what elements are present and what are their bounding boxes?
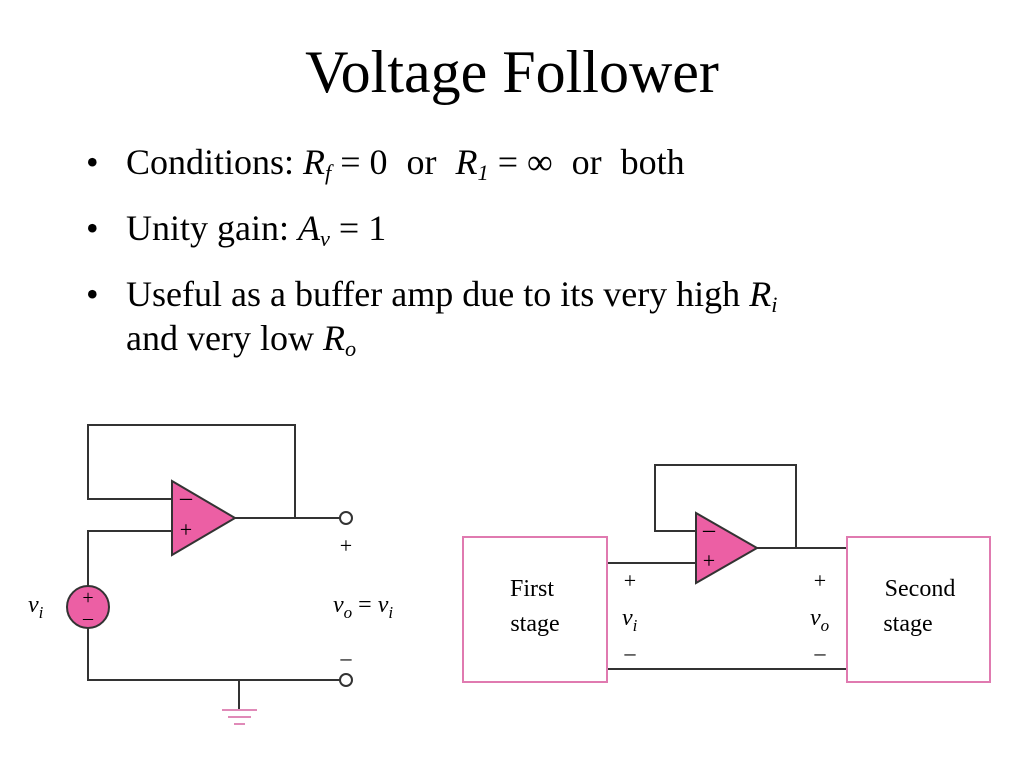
first-stage-label-line2: stage — [510, 611, 559, 637]
av-subscript: v — [319, 226, 330, 252]
left-feedback-wire — [87, 424, 296, 518]
right-opamp-triangle — [695, 511, 760, 585]
ri-subscript: i — [771, 292, 778, 318]
ri-symbol: R — [749, 274, 772, 314]
right-feedback-wire — [654, 464, 797, 548]
left-opamp-triangle — [171, 479, 237, 557]
second-stage-label-line1: Second — [885, 576, 956, 602]
rf-symbol: R — [303, 142, 326, 182]
both-word: both — [620, 142, 685, 182]
right-input-minus: – — [624, 640, 637, 665]
bullet-buffer: Useful as a buffer amp due to its very h… — [86, 272, 986, 360]
av-equals: = 1 — [338, 208, 387, 248]
unity-gain-label: Unity gain: — [126, 208, 289, 248]
rf-subscript: f — [325, 160, 332, 186]
av-symbol: A — [297, 208, 320, 248]
source-minus: – — [82, 607, 94, 629]
ground-icon — [222, 709, 257, 725]
right-opamp-minus: – — [702, 517, 716, 543]
r1-subscript: 1 — [477, 160, 489, 186]
source-plus: + — [82, 587, 93, 609]
left-wires — [87, 424, 340, 710]
ro-symbol: R — [322, 318, 345, 358]
left-input-wire — [87, 530, 172, 586]
or-word-2: or — [571, 142, 602, 182]
left-vi-label: vi — [28, 592, 44, 622]
right-input-plus: + — [624, 568, 636, 593]
first-stage-label-line1: First — [510, 576, 554, 602]
right-opamp-plus: + — [703, 548, 715, 573]
rf-equals: = 0 — [340, 142, 388, 182]
right-vi-label: vi — [622, 605, 638, 635]
slide-title: Voltage Follower — [305, 39, 719, 105]
left-output-minus: – — [340, 645, 353, 670]
right-output-minus: – — [814, 640, 827, 665]
buffer-text-2: and very low — [126, 318, 314, 358]
first-stage-box — [462, 536, 608, 683]
bullet-unity-gain: Unity gain: Av = 1 — [86, 206, 986, 250]
bullet-list: Conditions: Rf = 0 or R1 = ∞ or both Uni… — [86, 140, 986, 360]
left-output-terminal-top — [339, 511, 353, 525]
or-word-1: or — [406, 142, 437, 182]
left-circuit: – + + – vi + – vo = vi — [28, 424, 393, 725]
r1-symbol: R — [455, 142, 478, 182]
left-ground-rail — [87, 628, 340, 681]
left-output-terminal-bottom — [339, 673, 353, 687]
conditions-label: Conditions: — [126, 142, 295, 182]
right-wires — [607, 464, 847, 670]
bullet-conditions: Conditions: Rf = 0 or R1 = ∞ or both — [86, 140, 986, 184]
r1-equals: = ∞ — [497, 142, 553, 182]
vo-equals-vi-label: vo = vi — [333, 592, 393, 622]
voltage-source-icon — [66, 585, 110, 629]
left-output-plus: + — [340, 533, 352, 558]
right-vo-label: vo — [810, 605, 829, 635]
second-stage-box — [846, 536, 991, 683]
buffer-text: Useful as a buffer amp due to its very h… — [126, 274, 741, 314]
left-opamp-minus: – — [179, 485, 193, 511]
left-opamp-plus: + — [180, 517, 192, 542]
second-stage-label-line2: stage — [883, 611, 932, 637]
right-circuit: First stage Second stage – + + vi – + vo… — [462, 464, 991, 683]
right-output-plus: + — [814, 568, 826, 593]
ro-subscript: o — [344, 336, 357, 362]
